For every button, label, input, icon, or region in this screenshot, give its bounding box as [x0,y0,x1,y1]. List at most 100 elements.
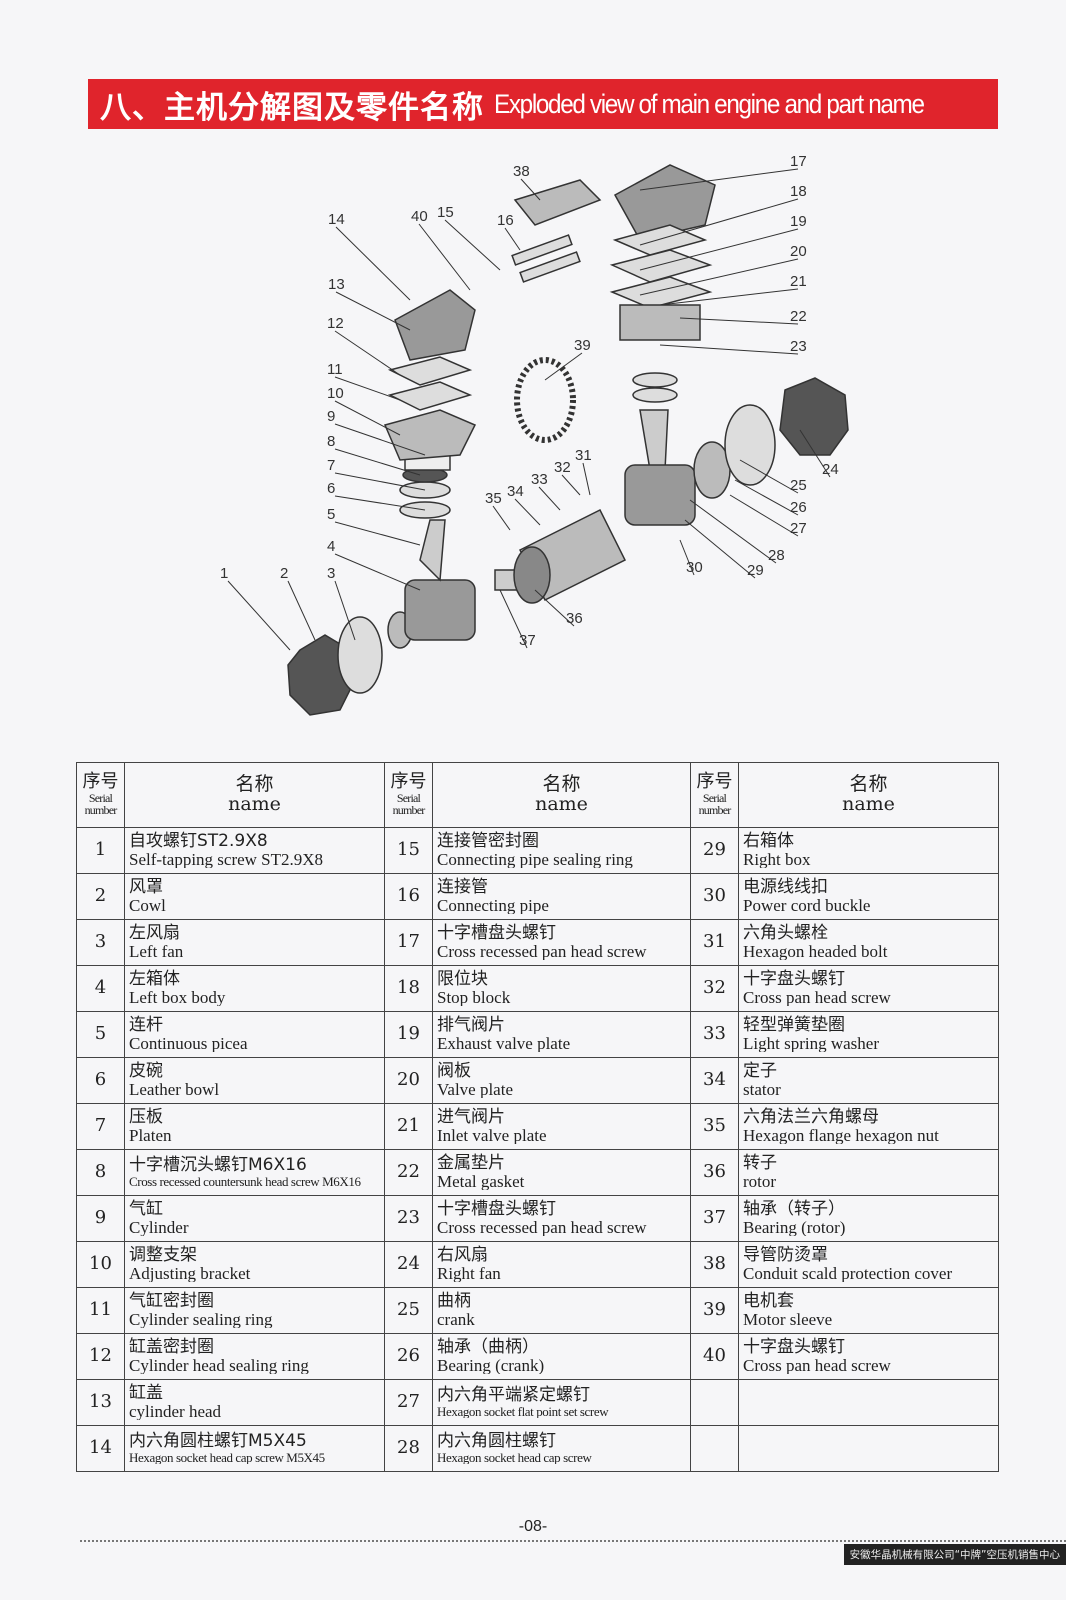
callout-leader-line [334,495,426,511]
callout-leader-line [335,226,411,301]
part-name-cell: 气缸 Cylinder [124,1195,385,1242]
callout-number: 16 [497,212,514,229]
callout-number: 40 [411,208,428,225]
part-name-en: Motor sleeve [743,1310,833,1329]
part-name-cell: 十字盘头螺钉 Cross pan head screw [738,1333,999,1380]
serial-header-zh: 序号 [696,770,733,792]
callout-leader-line [799,429,831,478]
serial-header-zh: 序号 [82,770,119,792]
cylinder-head-left [394,289,476,361]
callout-leader-line [418,223,471,291]
part-name-en: Inlet valve plate [437,1126,547,1145]
part-name-cell: 皮碗 Leather bowl [124,1057,385,1104]
callout-leader-line [679,539,695,576]
part-name-en: Metal gasket [437,1172,525,1191]
callout-number: 14 [328,211,345,228]
callout-number: 22 [790,308,807,325]
part-name-en: Exhaust valve plate [437,1034,571,1053]
part-serial-number: 21 [384,1103,433,1150]
part-name-en: Platen [129,1126,172,1145]
part-name-zh: 六角头螺栓 [743,922,828,943]
connecting-rod-left [419,519,446,582]
part-name-en: Left box body [129,988,226,1007]
part-name-cell: 右箱体 Right box [738,827,999,874]
callout-number: 32 [554,459,571,476]
callout-number: 8 [327,433,335,450]
part-serial-number: 28 [384,1425,433,1472]
part-name-cell: 电机套 Motor sleeve [738,1287,999,1334]
part-serial-number: 29 [690,827,739,874]
part-serial-number: 3 [76,919,125,966]
callout-leader-line [729,494,799,537]
part-name-cell: 转子 rotor [738,1149,999,1196]
part-serial-number: 12 [76,1333,125,1380]
part-name-cell: 左箱体 Left box body [124,965,385,1012]
part-serial-number: 10 [76,1241,125,1288]
part-name-zh: 内六角圆柱螺钉 [437,1430,556,1451]
part-name-zh: 调整支架 [129,1244,197,1265]
serial-header-en: Serial number [84,790,118,818]
part-name-zh: 内六角圆柱螺钉M5X45 [129,1430,307,1451]
part-name-cell: 排气阀片 Exhaust valve plate [432,1011,691,1058]
empty-cell [738,1425,999,1472]
callout-number: 31 [575,447,592,464]
part-serial-number: 6 [76,1057,125,1104]
callout-leader-line [561,474,581,496]
part-name-en: Cylinder [129,1218,189,1237]
part-name-en: stator [743,1080,781,1099]
part-name-zh: 气缸 [129,1198,163,1219]
part-name-zh: 十字槽盘头螺钉 [437,1198,556,1219]
part-name-en: Left fan [129,942,184,961]
part-name-zh: 阀板 [437,1060,471,1081]
part-serial-number: 2 [76,873,125,920]
callout-number: 6 [327,480,335,497]
part-name-cell: 连接管 Connecting pipe [432,873,691,920]
part-name-zh: 气缸密封圈 [129,1290,214,1311]
part-serial-number: 27 [384,1379,433,1426]
part-name-cell: 限位块 Stop block [432,965,691,1012]
callout-number: 11 [327,361,343,378]
page-number: -08- [518,1518,548,1535]
callout-number: 3 [327,565,335,582]
right-cowl [779,377,849,456]
callout-leader-line [334,423,426,456]
name-header: 名称 name [124,762,385,828]
part-serial-number: 7 [76,1103,125,1150]
left-fan [337,616,383,694]
callout-leader-line [444,219,501,271]
part-name-zh: 内六角平端紧定螺钉 [437,1384,590,1405]
table-row: 8 十字槽沉头螺钉M6X16 Cross recessed countersun… [76,1149,999,1196]
callout-number: 30 [686,559,703,576]
part-name-cell: 内六角平端紧定螺钉 Hexagon socket flat point set … [432,1379,691,1426]
part-name-zh: 定子 [743,1060,777,1081]
part-name-en: Self-tapping screw ST2.9X8 [129,850,324,869]
part-name-zh: 十字槽盘头螺钉 [437,922,556,943]
part-name-cell: 十字槽盘头螺钉 Cross recessed pan head screw [432,1195,691,1242]
callout-number: 19 [790,213,807,230]
part-name-zh: 自攻螺钉ST2.9X8 [129,830,268,851]
part-name-en: Light spring washer [743,1034,879,1053]
part-name-cell: 十字槽盘头螺钉 Cross recessed pan head screw [432,919,691,966]
part-name-zh: 轴承（转子） [743,1198,845,1219]
part-name-en: Bearing (crank) [437,1356,545,1375]
callout-leader-line [689,499,777,564]
part-serial-number: 20 [384,1057,433,1104]
part-serial-number: 37 [690,1195,739,1242]
part-name-zh: 排气阀片 [437,1014,505,1035]
callout-leader-line [659,344,799,355]
part-serial-number: 16 [384,873,433,920]
serial-header-en: Serial number [698,790,732,818]
part-name-en: Conduit scald protection cover [743,1264,953,1283]
part-name-en: Bearing (rotor) [743,1218,846,1237]
callout-leader-line [334,330,401,376]
part-name-cell: 连接管密封圈 Connecting pipe sealing ring [432,827,691,874]
part-name-zh: 右风扇 [437,1244,488,1265]
part-name-zh: 导管防烫罩 [743,1244,828,1265]
part-name-cell: 缸盖 cylinder head [124,1379,385,1426]
part-name-zh: 电机套 [743,1290,794,1311]
part-name-zh: 十字盘头螺钉 [743,1336,845,1357]
part-name-en: Cowl [129,896,166,915]
name-header-en: name [535,793,588,815]
